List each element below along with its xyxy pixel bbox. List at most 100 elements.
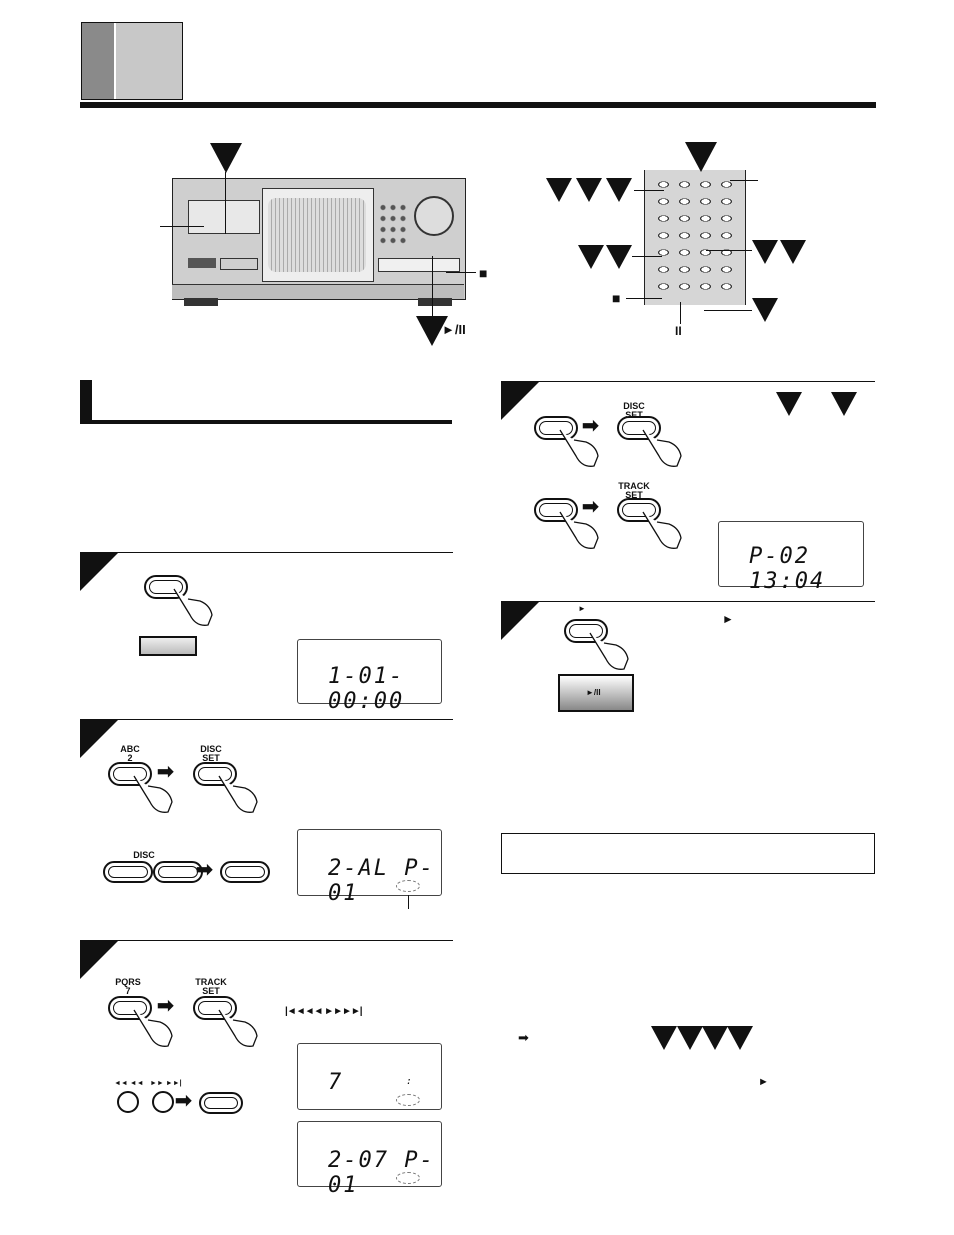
track-set-button[interactable] — [193, 996, 237, 1020]
step-ref-marker — [776, 392, 802, 416]
hand-press-icon — [218, 1009, 258, 1047]
play-small-label: ► — [578, 604, 586, 613]
remote-button[interactable] — [534, 416, 578, 440]
remote-step-marker — [606, 178, 632, 202]
disc-set-label: DISC SET — [623, 401, 645, 420]
note-step-marker — [677, 1026, 703, 1050]
disc-set-button[interactable] — [220, 861, 270, 883]
rew-button[interactable] — [117, 1091, 139, 1113]
step-5-marker — [501, 602, 539, 640]
unit-feet-right — [418, 298, 452, 306]
step-rule — [501, 601, 875, 602]
hand-press-icon — [559, 511, 599, 549]
unit-feet-left — [184, 298, 218, 306]
leader-line — [680, 302, 681, 324]
play-step-marker — [416, 316, 448, 346]
disc-set-label: DISC SET — [200, 744, 222, 763]
section-heading-box — [80, 380, 452, 424]
pqrs-label: PQRS 7 — [115, 977, 141, 996]
remote-step-marker — [752, 240, 778, 264]
leader-line — [626, 298, 662, 299]
step-rule — [80, 552, 453, 553]
arrow-icon: ➡ — [582, 496, 599, 518]
pqrs-7-button[interactable] — [108, 996, 152, 1020]
leader-line — [408, 895, 409, 909]
arrow-icon: ➡ — [157, 761, 174, 783]
hand-press-icon — [133, 775, 173, 813]
leader-line — [634, 190, 664, 191]
stop-label: ■ — [479, 265, 488, 281]
play-pause-unit-button[interactable]: ►/II — [558, 674, 634, 712]
remote-step-marker — [576, 178, 602, 202]
remote-illustration — [644, 170, 746, 305]
ff-button[interactable] — [152, 1091, 174, 1113]
hand-press-icon — [642, 429, 682, 467]
play-button-remote[interactable] — [564, 619, 608, 643]
remote-step-marker — [606, 245, 632, 269]
step-ref-marker — [831, 392, 857, 416]
disc-set-button[interactable] — [617, 416, 661, 440]
remote-step-marker — [685, 142, 717, 172]
leader-line — [432, 256, 433, 316]
arrow-icon: ➡ — [196, 859, 213, 881]
remote-step-marker — [780, 240, 806, 264]
leader-line — [446, 272, 476, 273]
track-set-label: TRACK SET — [195, 977, 227, 996]
play-symbol: ► — [722, 612, 734, 626]
leader-line — [704, 310, 752, 311]
remote-button[interactable] — [534, 498, 578, 522]
hand-press-icon — [218, 775, 258, 813]
step-4-marker — [501, 382, 539, 420]
disc-button-right[interactable] — [153, 861, 203, 883]
note-arrow: ➡ — [518, 1030, 529, 1045]
note-box — [501, 833, 875, 874]
track-set-button[interactable] — [617, 498, 661, 522]
step-3-marker — [80, 941, 118, 979]
leader-line — [706, 250, 752, 251]
hand-press-icon — [173, 588, 213, 626]
remote-step-marker — [578, 245, 604, 269]
arrow-icon: ➡ — [175, 1090, 192, 1112]
abc-2-button[interactable] — [108, 762, 152, 786]
remote-stop-label: ■ — [612, 290, 621, 306]
header-rule — [80, 102, 876, 108]
header-tab — [81, 22, 183, 100]
note-step-marker — [702, 1026, 728, 1050]
step-rule — [501, 381, 875, 382]
display-step-4: P-02 13:04 — [718, 521, 864, 594]
display-step-3a: 7 : — [297, 1043, 442, 1110]
leader-line — [730, 180, 758, 181]
play-pause-label: ►/II — [442, 322, 466, 337]
unit-button[interactable] — [139, 636, 197, 656]
rew-label: ◄◄ ◄◄ — [114, 1080, 144, 1087]
step-rule — [80, 719, 453, 720]
hand-press-icon — [589, 632, 629, 670]
leader-line — [160, 226, 204, 227]
leader-line — [225, 172, 226, 234]
play-pause-unit-label: ►/II — [586, 688, 601, 697]
step-rule — [80, 940, 453, 941]
note-step-marker — [651, 1026, 677, 1050]
hand-press-icon — [133, 1009, 173, 1047]
arrow-icon: ➡ — [157, 995, 174, 1017]
abc-label: ABC 2 — [120, 744, 140, 763]
unit-step-marker — [210, 143, 242, 173]
step-1-marker — [80, 553, 118, 591]
ff-label: ►► ►►| — [150, 1080, 182, 1087]
skip-symbols: |◄◄◄◄ ►►►►| — [285, 1006, 363, 1017]
arrow-icon: ➡ — [582, 415, 599, 437]
hand-press-icon — [642, 511, 682, 549]
display-step-2: 2-AL P-01 — [297, 829, 442, 906]
display-step-1: 1-01-00:00 — [297, 639, 442, 714]
display-step-3b: 2-07 P-01 — [297, 1121, 442, 1198]
track-set-button[interactable] — [199, 1092, 243, 1114]
disc-button-left[interactable] — [103, 861, 153, 883]
hand-press-icon — [559, 429, 599, 467]
remote-pause-label: II — [675, 324, 682, 338]
step-2-marker — [80, 720, 118, 758]
disc-label: DISC — [133, 850, 155, 860]
cd-changer-illustration — [172, 178, 466, 300]
note-play-symbol: ► — [758, 1076, 769, 1088]
disc-set-button[interactable] — [193, 762, 237, 786]
track-set-label: TRACK SET — [618, 481, 650, 500]
